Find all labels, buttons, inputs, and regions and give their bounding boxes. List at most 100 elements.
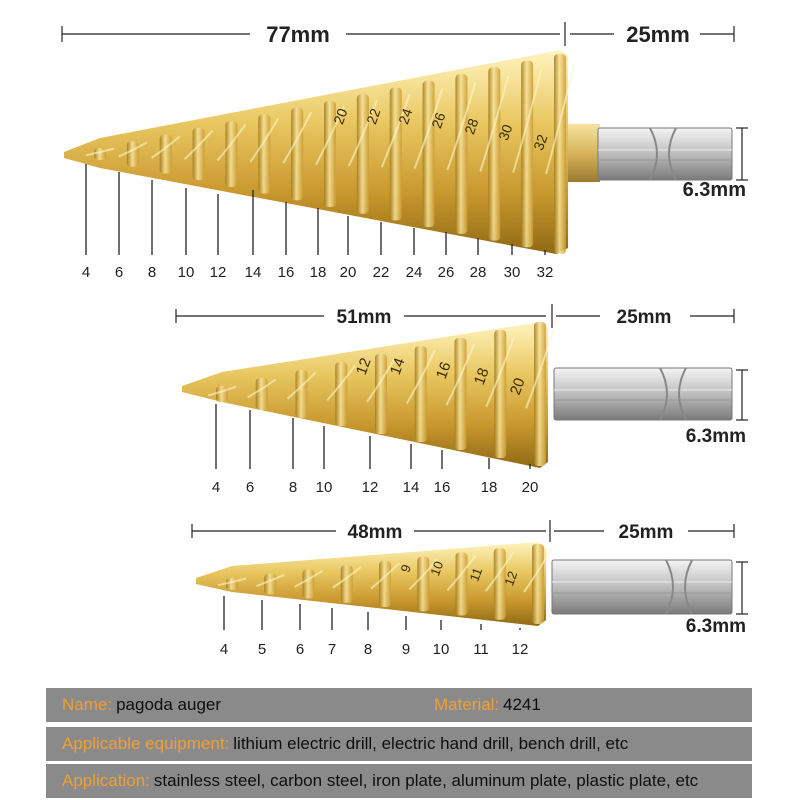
cone-steps <box>85 54 575 254</box>
spiral-groove <box>85 147 115 157</box>
cone-step <box>340 565 353 603</box>
cone-step <box>422 80 435 228</box>
step-label: 9 <box>402 641 410 658</box>
info-bar-name: Name: pagoda auger Material: 4241 <box>46 688 752 722</box>
face-label: 11 <box>466 566 485 584</box>
equipment-value: lithium electric drill, electric hand dr… <box>233 734 629 753</box>
material-value: 4241 <box>503 695 541 714</box>
cone-step <box>521 60 534 248</box>
cone-body <box>196 542 546 626</box>
step-ticks <box>223 596 521 630</box>
cone-step <box>494 330 507 458</box>
spiral-groove <box>370 562 400 590</box>
spiral-groove <box>286 371 317 400</box>
step-label: 12 <box>512 641 529 658</box>
shank-dimension <box>570 26 735 42</box>
step-label: 20 <box>522 479 539 496</box>
step-label: 6 <box>246 479 254 496</box>
cone-step <box>379 561 391 607</box>
cone-step <box>258 114 271 194</box>
step-ticks <box>215 404 531 469</box>
cone-step <box>534 322 546 466</box>
hex-shank <box>553 367 733 421</box>
name-value: pagoda auger <box>116 695 222 714</box>
step-label: 32 <box>537 264 554 281</box>
cone-step <box>295 370 308 418</box>
face-label: 9 <box>397 562 414 574</box>
spiral-groove <box>326 364 357 402</box>
cone-step <box>554 54 566 254</box>
spiral-groove <box>446 555 477 591</box>
spiral-groove <box>446 81 477 171</box>
spiral-groove <box>413 87 444 169</box>
step-label: 22 <box>373 264 390 281</box>
spiral-groove <box>408 558 439 591</box>
diameter-bracket <box>736 561 748 615</box>
spiral-groove <box>216 123 247 162</box>
spiral-groove <box>479 75 510 172</box>
length-dimension <box>175 304 553 328</box>
cone-step <box>264 573 277 595</box>
cone-step <box>417 556 430 612</box>
face-label: 20 <box>507 376 529 397</box>
spiral-groove <box>282 111 313 164</box>
cone-step <box>455 552 468 616</box>
cone-step <box>335 362 348 426</box>
step-label: 8 <box>148 264 156 281</box>
application-label: Application: <box>62 771 150 790</box>
shank-dimension <box>556 309 735 323</box>
step-label: 16 <box>278 264 295 281</box>
face-label: 22 <box>363 106 383 126</box>
name-label: Name: <box>62 695 113 714</box>
step-label: 10 <box>178 264 195 281</box>
spiral-groove <box>249 117 280 163</box>
spiral-groove <box>545 63 575 175</box>
cone-step <box>192 127 205 181</box>
step-label: 7 <box>328 641 336 658</box>
length-dimension <box>61 22 566 46</box>
spiral-groove <box>445 343 476 406</box>
cone-step <box>532 544 544 624</box>
cone-step <box>291 107 304 201</box>
step-label: 8 <box>289 479 297 496</box>
face-label: 18 <box>471 366 493 387</box>
spiral-groove <box>294 570 324 588</box>
cone-steps <box>217 544 553 624</box>
step-label: 11 <box>473 641 489 658</box>
material-label: Material: <box>434 695 500 714</box>
cone-step <box>225 121 238 187</box>
face-label: 30 <box>495 122 515 142</box>
diameter-bracket <box>736 127 748 181</box>
step-label: 14 <box>245 264 262 281</box>
cone-body <box>64 50 568 254</box>
cone-step <box>356 94 369 214</box>
cone-step <box>488 67 501 241</box>
step-label: 4 <box>220 641 228 658</box>
length-label: 51mm <box>337 307 392 328</box>
spiral-groove <box>151 135 181 159</box>
step-label: 20 <box>340 264 357 281</box>
face-label: 16 <box>433 360 455 381</box>
spiral-groove <box>207 385 237 397</box>
cone-step <box>414 346 427 442</box>
face-label: 14 <box>387 356 409 377</box>
info-bar-equipment: Applicable equipment: lithium electric d… <box>46 727 752 761</box>
cone-step <box>324 101 336 207</box>
face-label: 12 <box>353 356 375 377</box>
step-label: 12 <box>210 264 227 281</box>
length-dimension <box>191 520 551 542</box>
step-label: 16 <box>434 479 451 496</box>
cone-body <box>182 322 548 468</box>
spiral-groove <box>485 336 516 408</box>
face-label: 32 <box>530 132 550 152</box>
step-label: 18 <box>481 479 498 496</box>
step-label: 6 <box>115 264 123 281</box>
spiral-groove <box>332 566 362 589</box>
spiral-groove <box>118 141 148 158</box>
cone-step <box>126 141 139 167</box>
face-label: 20 <box>330 106 350 126</box>
length-label: 77mm <box>266 22 330 47</box>
